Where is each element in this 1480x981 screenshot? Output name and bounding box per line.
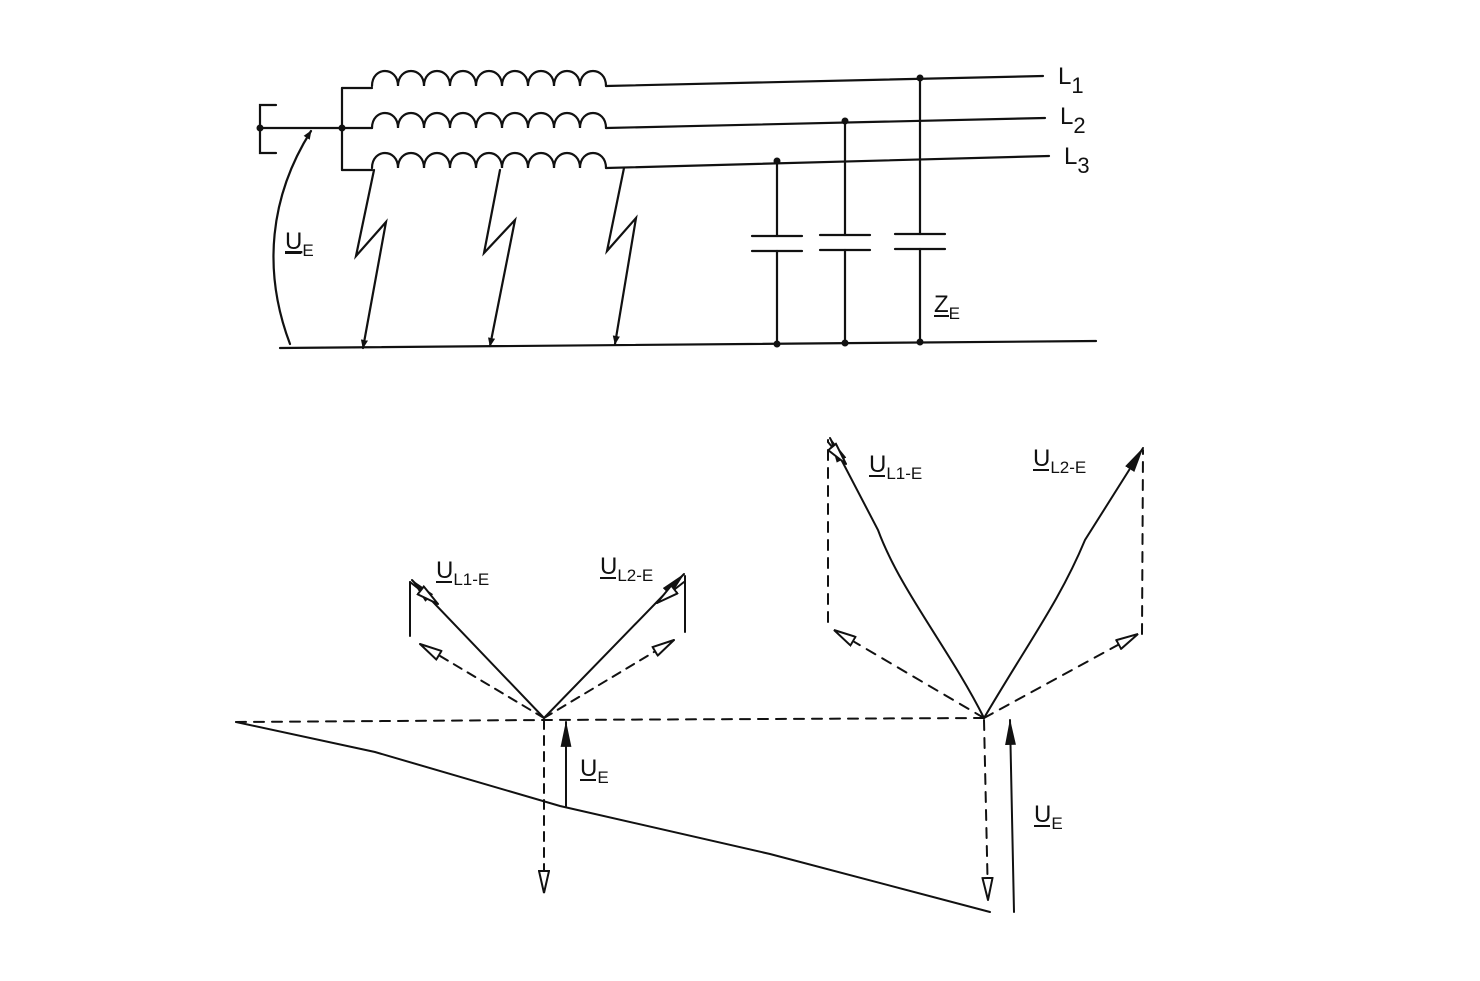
sloped-line	[235, 721, 991, 913]
large-ul2e-vector	[983, 447, 1144, 719]
reference-dashed-line	[235, 717, 986, 723]
small-ul1e-vector	[411, 579, 545, 719]
phase-labels: L1 L2 L3	[1058, 63, 1090, 178]
large-dashed-right	[983, 633, 1139, 719]
three-phase-circuit	[258, 70, 1098, 350]
large-ul1e-vector	[829, 437, 985, 719]
conductor-l2	[604, 116, 1047, 130]
label-l1: L1	[1058, 63, 1084, 98]
ue-curved-arrow	[272, 129, 313, 346]
label-small-ul1e: UL1-E	[436, 557, 489, 589]
small-left-shift	[409, 581, 439, 605]
capacitor-l1	[893, 76, 947, 344]
fault-arrow-1	[354, 168, 388, 350]
coil-2	[370, 112, 608, 130]
small-dashed-left	[419, 643, 545, 719]
large-dashed-right-vertical	[1141, 449, 1144, 635]
large-dashed-down	[984, 719, 988, 901]
large-dashed-left	[833, 629, 985, 719]
capacitor-l3	[750, 159, 804, 346]
small-dashed-right	[543, 639, 675, 719]
conductor-l1	[604, 74, 1045, 88]
label-l2: L2	[1060, 103, 1086, 138]
coil-3	[370, 152, 608, 170]
small-right-shift	[656, 581, 685, 604]
label-large-ul2e: UL2-E	[1033, 445, 1086, 477]
label-l3: L3	[1064, 143, 1090, 178]
conductor-l3	[604, 154, 1051, 170]
junction-dots	[256, 74, 924, 348]
phasor-group-small	[409, 573, 686, 894]
phasor-group-large	[828, 437, 1144, 913]
label-small-ue: UE	[580, 755, 609, 787]
large-ue-vector	[1005, 718, 1016, 913]
ground-line	[278, 339, 1098, 350]
label-ue-circuit: UE	[285, 228, 314, 260]
small-ul2e-vector	[543, 573, 685, 719]
capacitor-l2	[818, 119, 872, 345]
phasor-diagrams	[235, 437, 1144, 913]
label-large-ul1e: UL1-E	[869, 451, 922, 483]
fault-arrow-2	[482, 168, 517, 348]
label-small-ul2e: UL2-E	[600, 553, 653, 585]
coil-1	[370, 70, 608, 88]
label-ze: ZE	[934, 291, 960, 323]
large-left-shift	[828, 441, 847, 465]
label-large-ue: UE	[1034, 801, 1063, 833]
fault-arrow-3	[605, 166, 638, 346]
